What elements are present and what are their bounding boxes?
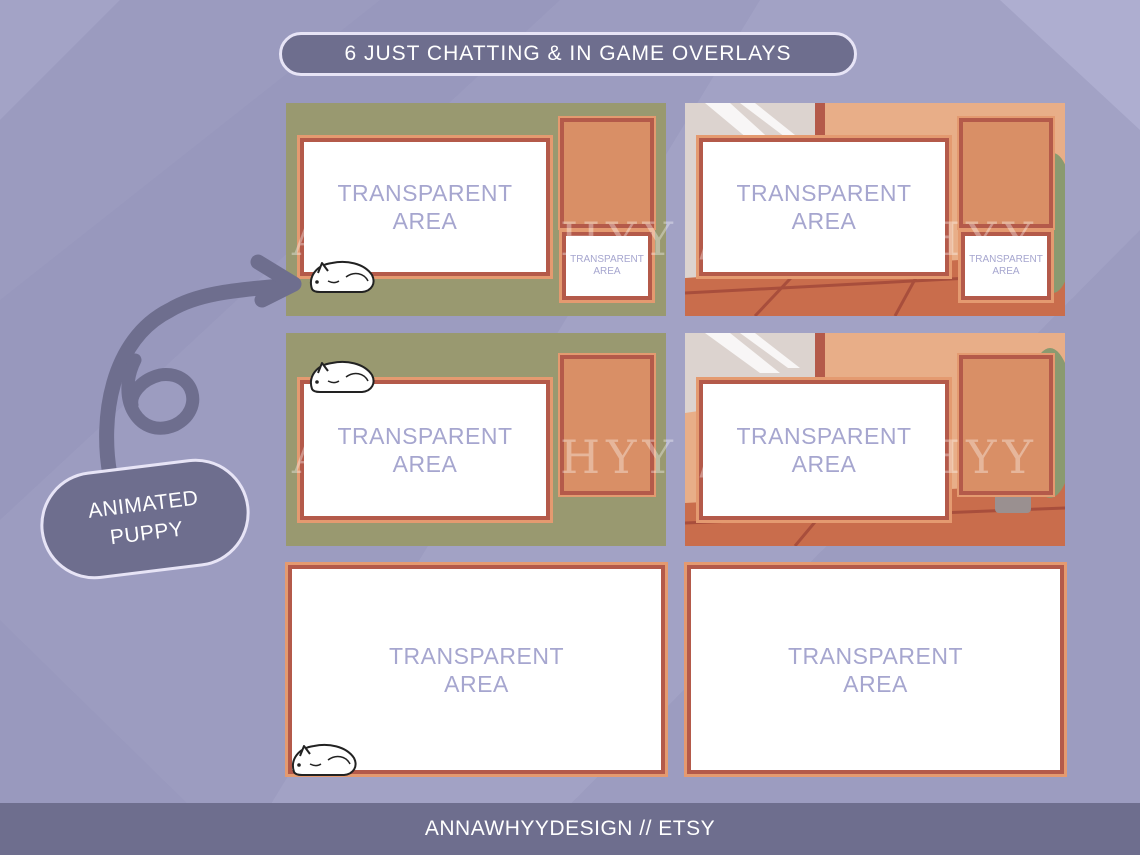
transparent-area-main: TRANSPARENT AREA <box>699 138 949 276</box>
area-label-6: AREA <box>843 670 908 697</box>
transparent-area-main: TRANSPARENT AREA <box>300 138 550 276</box>
area-label-2: AREA <box>791 208 857 234</box>
area-label-3: AREA <box>392 451 458 477</box>
transparent-area-small: TRANSPARENT AREA <box>562 232 652 300</box>
area-label-small-1: AREA <box>593 266 621 277</box>
sleeping-puppy-icon <box>310 260 375 293</box>
overlay-panel-3: TRANSPARENT AREA <box>286 333 666 546</box>
transparent-label-small-1: TRANSPARENT <box>570 254 644 265</box>
overlay-panel-4: TRANSPARENT AREA <box>685 333 1065 546</box>
transparent-label-small-2: TRANSPARENT <box>969 254 1043 265</box>
camera-box <box>959 355 1053 495</box>
camera-box <box>560 118 654 228</box>
transparent-label-2: TRANSPARENT <box>736 180 912 206</box>
camera-box <box>959 118 1053 228</box>
transparent-label-1: TRANSPARENT <box>337 180 513 206</box>
page-title: 6 JUST CHATTING & IN GAME OVERLAYS <box>279 32 857 76</box>
sleeping-puppy-icon <box>310 360 375 393</box>
transparent-label-3: TRANSPARENT <box>337 423 513 449</box>
footer-credit: ANNAWHYYDESIGN // ETSY <box>0 803 1140 855</box>
transparent-area-small: TRANSPARENT AREA <box>961 232 1051 300</box>
sleeping-puppy-icon <box>292 743 357 776</box>
transparent-label-6: TRANSPARENT <box>787 642 964 669</box>
area-label-5: AREA <box>444 670 509 697</box>
transparent-label-5: TRANSPARENT <box>388 642 565 669</box>
camera-box <box>560 355 654 495</box>
transparent-label-4: TRANSPARENT <box>736 423 912 449</box>
area-label-1: AREA <box>392 208 458 234</box>
area-label-4: AREA <box>791 451 857 477</box>
transparent-area-main: TRANSPARENT AREA <box>699 380 949 520</box>
overlay-panel-5: TRANSPARENT AREA <box>288 565 665 774</box>
transparent-area-main: TRANSPARENT AREA <box>300 380 550 520</box>
overlay-panel-6: TRANSPARENT AREA <box>687 565 1064 774</box>
overlay-panel-2: TRANSPARENT AREA TRANSPARENT AREA <box>685 103 1065 316</box>
area-label-small-2: AREA <box>992 266 1020 277</box>
